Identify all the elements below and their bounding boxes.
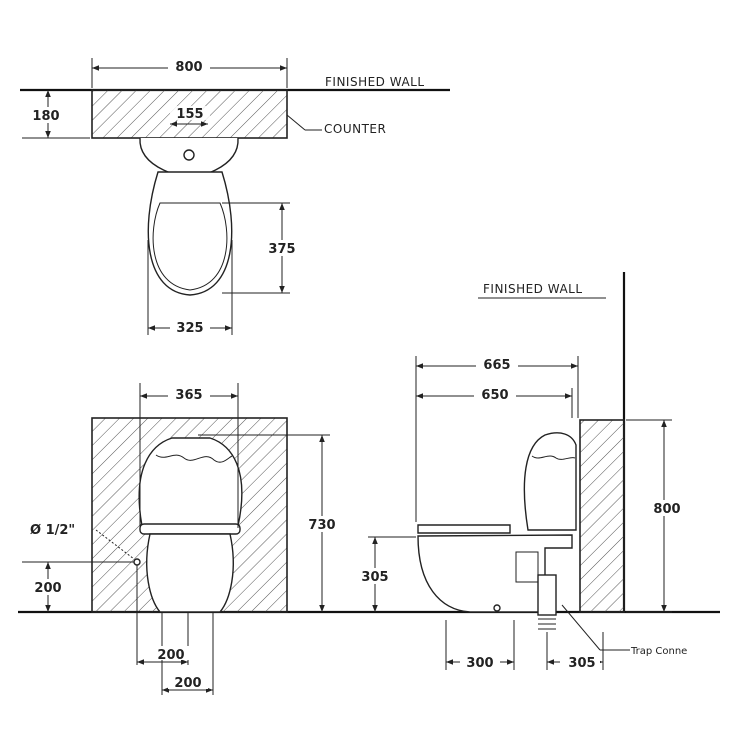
dim-325: 325 [176, 321, 203, 336]
counter-label: COUNTER [324, 122, 386, 136]
side-view: FINISHED WALL 665 650 800 3 [355, 272, 688, 671]
counter-leader [286, 114, 306, 131]
dim-305-trap: 305 [568, 656, 595, 671]
pipe-size-label: Ø 1/2" [30, 523, 75, 538]
seat-plan [152, 202, 228, 291]
dim-800-side: 800 [653, 502, 680, 517]
dim-180: 180 [32, 109, 59, 124]
finished-wall-label: FINISHED WALL [325, 75, 425, 89]
plan-view: FINISHED WALL COUNTER 800 180 155 375 [20, 58, 450, 336]
dim-200-height: 200 [34, 581, 61, 596]
trap-bracket [515, 551, 539, 583]
trap-connector-label: Trap Conne [630, 646, 687, 657]
dim-200-a: 200 [157, 648, 184, 663]
side-finished-wall-label: FINISHED WALL [483, 282, 583, 296]
dim-800: 800 [175, 60, 202, 75]
trap-pipe [537, 574, 557, 616]
water-inlet [133, 558, 141, 566]
flush-button [183, 149, 195, 161]
dim-730: 730 [308, 518, 335, 533]
side-wall-block [579, 419, 625, 613]
tank-side [523, 432, 577, 531]
dim-665: 665 [483, 358, 510, 373]
dim-155: 155 [176, 107, 203, 122]
front-view: 365 730 Ø 1/2" 200 200 200 [22, 383, 342, 695]
tank-front [138, 437, 243, 527]
dim-305-seat: 305 [361, 570, 388, 585]
dim-375: 375 [268, 242, 295, 257]
dim-300: 300 [466, 656, 493, 671]
bowl-plan [147, 171, 233, 296]
bowl-front [146, 533, 234, 613]
seat-front [139, 523, 241, 535]
dim-365: 365 [175, 388, 202, 403]
seat-side [417, 524, 511, 534]
trap-leader [561, 604, 601, 651]
dim-650: 650 [481, 388, 508, 403]
bowl-side [417, 534, 573, 613]
dim-200-b: 200 [174, 676, 201, 691]
